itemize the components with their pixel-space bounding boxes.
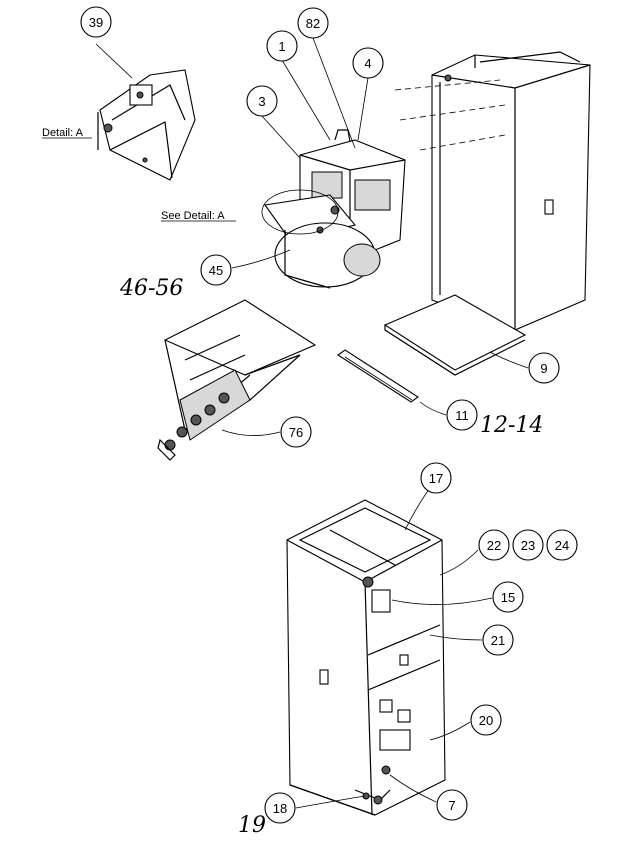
svg-text:11: 11 <box>455 408 469 423</box>
svg-text:17: 17 <box>429 471 443 486</box>
callout-4: 4 <box>352 47 384 79</box>
handwritten-19: 19 <box>238 813 266 838</box>
callout-45: 45 <box>200 254 232 286</box>
svg-text:7: 7 <box>448 798 455 813</box>
callout-23: 23 <box>512 529 544 561</box>
callout-20: 20 <box>470 704 502 736</box>
callout-21: 21 <box>482 624 514 656</box>
detail-a-label: Detail: A <box>42 127 84 139</box>
svg-text:18: 18 <box>273 801 287 816</box>
cabinet-shell <box>383 51 591 376</box>
svg-text:24: 24 <box>555 538 569 553</box>
coil-assembly <box>157 299 317 461</box>
svg-text:76: 76 <box>289 425 303 440</box>
callout-24: 24 <box>546 529 578 561</box>
svg-text:82: 82 <box>306 16 320 31</box>
callout-17: 17 <box>420 462 452 494</box>
callout-9: 9 <box>528 352 560 384</box>
blower-assembly <box>264 129 406 289</box>
detail-a-bracket <box>97 69 196 181</box>
callout-39-text: 39 <box>89 15 103 30</box>
svg-text:3: 3 <box>258 94 265 109</box>
see-detail-a-label: See Detail: A <box>161 210 225 222</box>
svg-text:20: 20 <box>479 713 493 728</box>
callout-22: 22 <box>478 529 510 561</box>
rail-part <box>337 349 419 403</box>
callout-11: 11 <box>446 399 478 431</box>
assembled-unit <box>286 499 446 816</box>
callout-82: 82 <box>297 7 329 39</box>
svg-text:23: 23 <box>521 538 535 553</box>
callout-7: 7 <box>436 789 468 821</box>
callout-1: 1 <box>266 30 298 62</box>
svg-text:45: 45 <box>209 263 223 278</box>
handwritten-46-56: 46-56 <box>119 276 183 301</box>
callout-39: 39 <box>80 6 112 38</box>
svg-text:4: 4 <box>364 56 371 71</box>
svg-text:22: 22 <box>487 538 501 553</box>
svg-text:15: 15 <box>501 590 515 605</box>
handwritten-12-14: 12-14 <box>480 413 543 438</box>
callout-15: 15 <box>492 581 524 613</box>
callout-3: 3 <box>246 85 278 117</box>
svg-text:9: 9 <box>540 361 547 376</box>
svg-text:1: 1 <box>278 39 285 54</box>
svg-text:21: 21 <box>491 633 505 648</box>
callout-18: 18 <box>264 792 296 824</box>
callout-76: 76 <box>280 416 312 448</box>
